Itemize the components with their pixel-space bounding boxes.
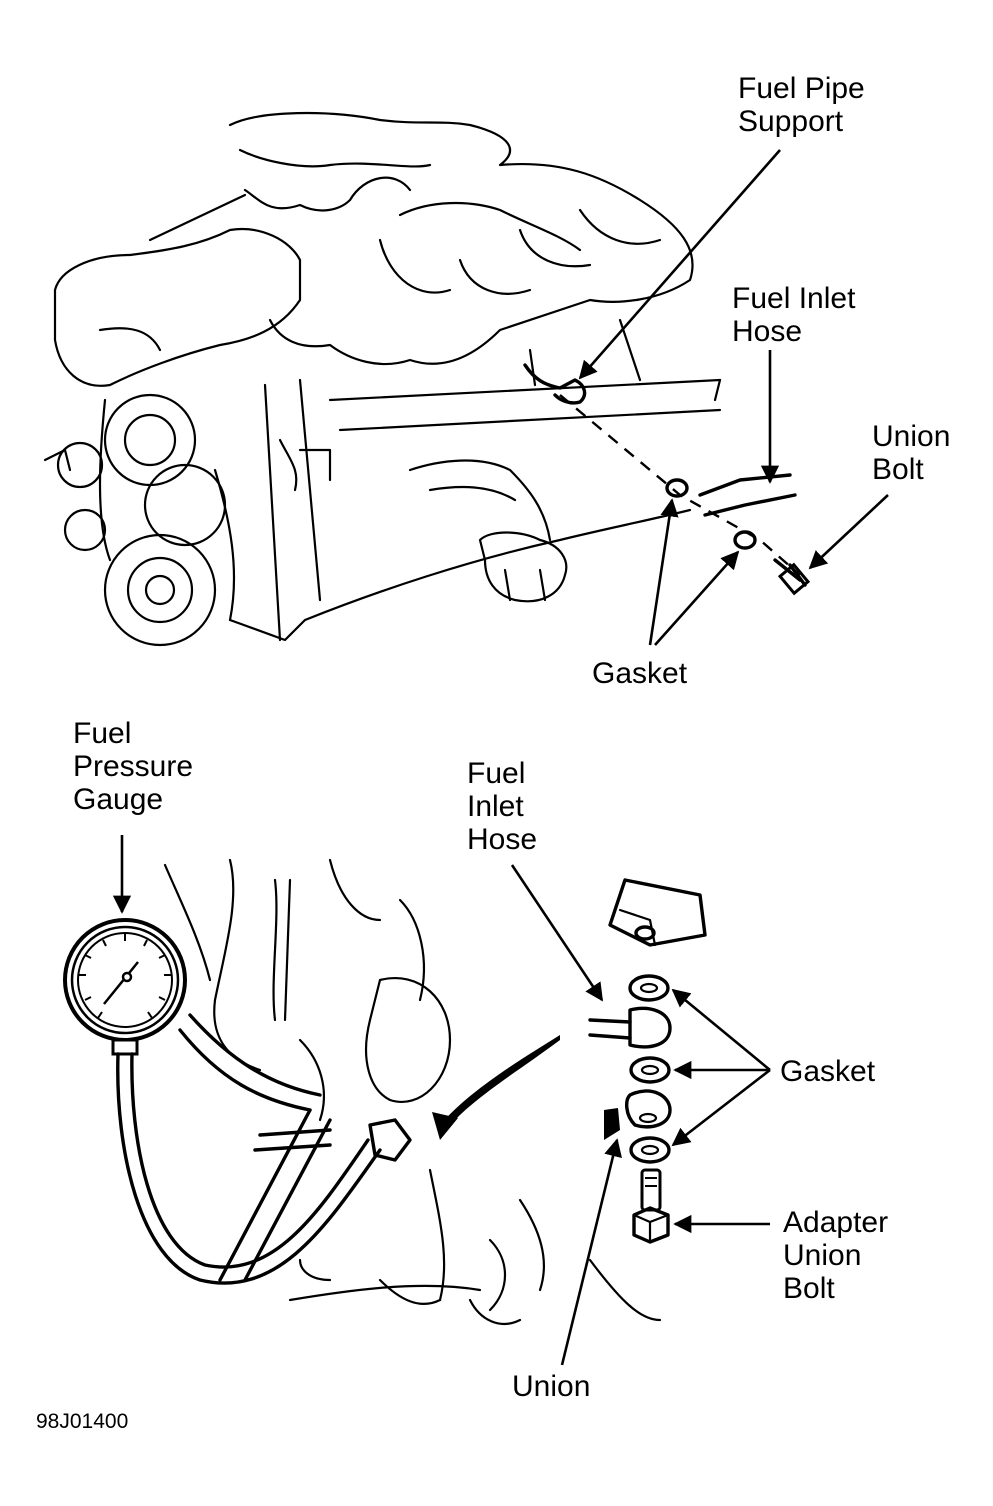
engine-bay-illustration xyxy=(163,858,662,1325)
gasket-part xyxy=(665,478,689,498)
gasket-part xyxy=(628,974,670,1002)
label-union-bolt: Union Bolt xyxy=(872,420,951,486)
gauge-needle xyxy=(103,961,139,1005)
gasket-part xyxy=(629,1136,671,1164)
alignment-dashed-line xyxy=(559,394,801,576)
gasket-part xyxy=(629,1056,671,1084)
label-union: Union xyxy=(512,1370,591,1403)
label-adapter-union-bolt: Adapter Union Bolt xyxy=(783,1206,889,1305)
leader-fuel-inlet-hose-bottom xyxy=(510,864,604,1002)
leader-fuel-pipe-support xyxy=(578,149,781,380)
bottom-fuel-parts xyxy=(588,878,707,1244)
figure-code: 98J01400 xyxy=(36,1410,129,1433)
label-gasket-top: Gasket xyxy=(592,657,688,690)
leader-union-bolt xyxy=(808,494,889,570)
gasket-part xyxy=(733,530,757,550)
gauge-hose xyxy=(116,1052,412,1285)
engine-illustration xyxy=(43,111,722,647)
top-fuel-parts xyxy=(665,473,811,596)
leader-gasket-2 xyxy=(654,550,740,646)
leader-gasket-a xyxy=(671,988,771,1072)
label-fuel-inlet-hose-bottom: Fuel Inlet Hose xyxy=(467,757,538,856)
leader-gasket-1 xyxy=(648,498,679,646)
fuel-pressure-gauge-icon xyxy=(63,918,187,1056)
leader-gasket-c xyxy=(671,1068,771,1147)
label-fuel-inlet-hose-top: Fuel Inlet Hose xyxy=(732,282,856,348)
leader-union xyxy=(560,1138,622,1366)
label-gasket-bottom: Gasket xyxy=(780,1055,876,1088)
label-fuel-pressure-gauge: Fuel Pressure Gauge xyxy=(73,717,194,816)
label-fuel-pipe-support: Fuel Pipe Support xyxy=(738,72,865,138)
